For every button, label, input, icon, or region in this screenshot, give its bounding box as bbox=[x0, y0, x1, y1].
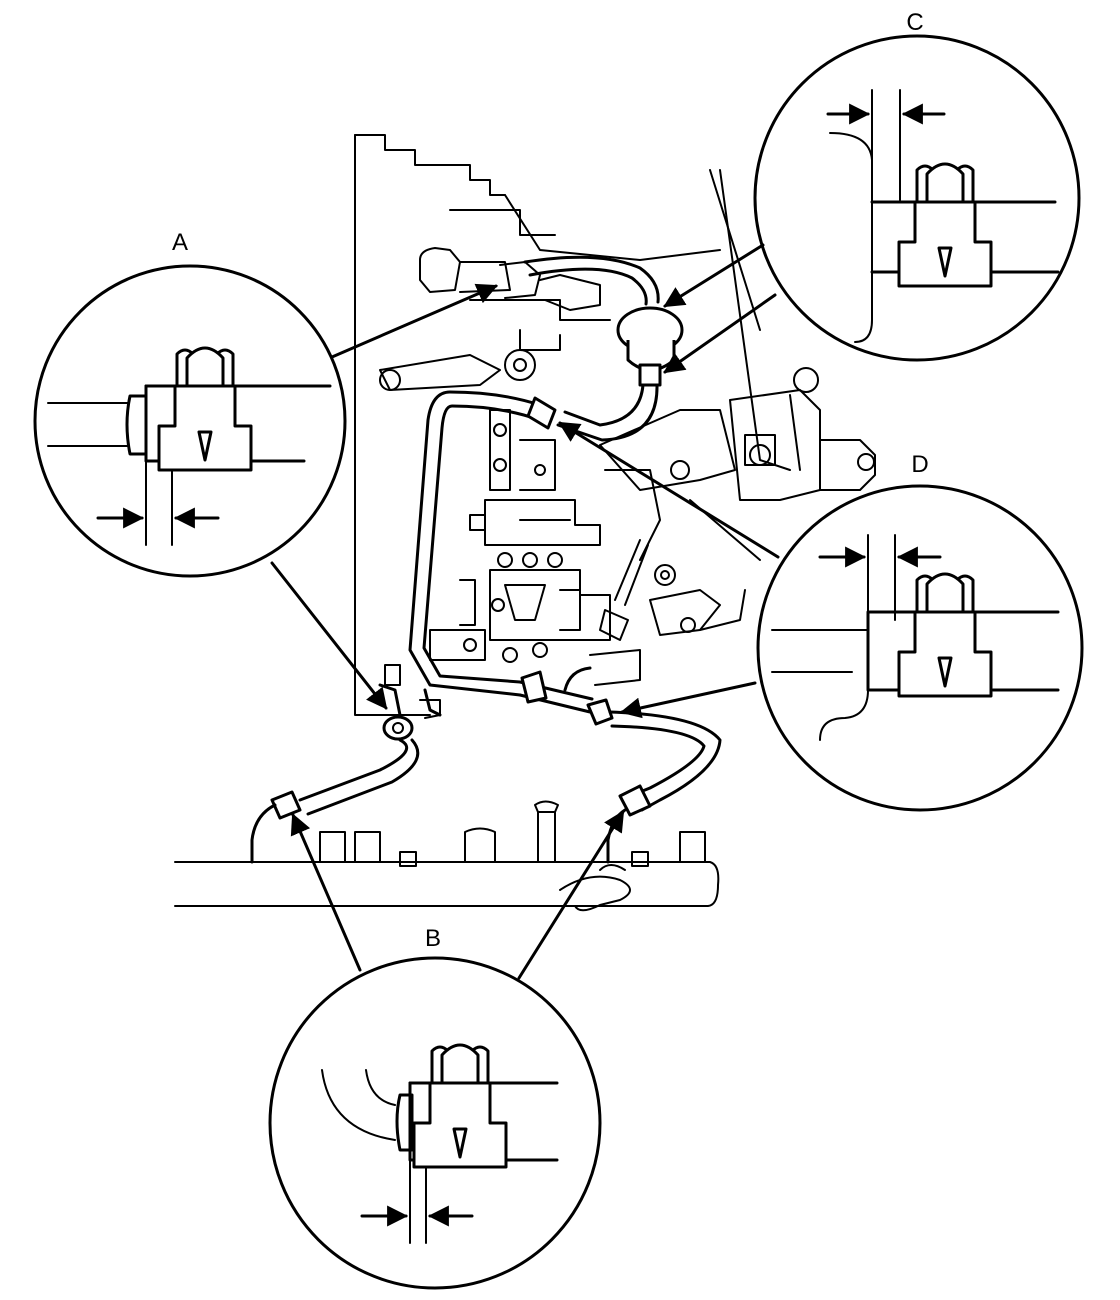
breather-hose-upper bbox=[523, 255, 660, 306]
callout-label-a: A bbox=[172, 229, 188, 256]
leader-d-bottom bbox=[619, 681, 757, 719]
callout-label-b: B bbox=[425, 925, 441, 952]
leader-b-left bbox=[290, 813, 362, 972]
leader-c-bottom bbox=[663, 293, 777, 374]
leader-a-top bbox=[330, 283, 498, 359]
detail-circle-b: B bbox=[268, 925, 602, 1290]
leader-b-right bbox=[517, 810, 625, 980]
radiator-tank bbox=[174, 800, 720, 912]
detail-circle-d: D bbox=[756, 451, 1084, 812]
cooler-hose-left bbox=[250, 664, 442, 864]
callout-label-d: D bbox=[911, 451, 928, 478]
cooler-return-hose bbox=[408, 390, 594, 714]
callout-label-c: C bbox=[906, 9, 923, 36]
leader-a-bottom bbox=[270, 561, 388, 710]
detail-circle-c: C bbox=[753, 9, 1081, 362]
breather-filter bbox=[556, 306, 684, 442]
leader-c-top bbox=[663, 243, 765, 308]
leader-d-top bbox=[558, 421, 780, 559]
transmission-body bbox=[354, 134, 876, 716]
leader-lines bbox=[270, 243, 780, 980]
detail-circle-a: A bbox=[33, 229, 347, 578]
